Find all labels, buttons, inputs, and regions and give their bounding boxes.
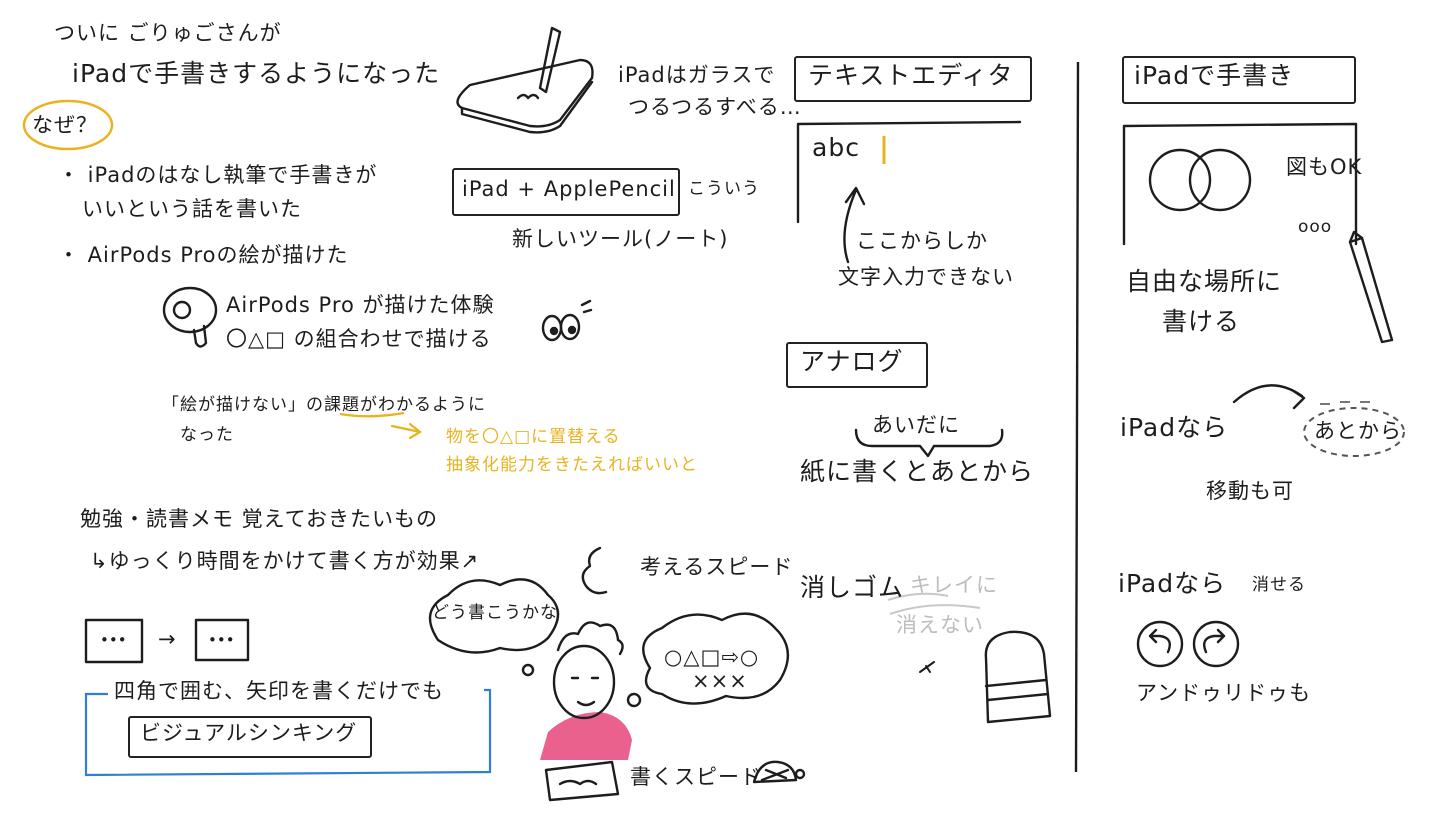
yellow-note-line-2: 抽象化能力をきたえればいいと: [446, 455, 698, 475]
blue-bracket: [84, 688, 492, 777]
small-cloud: [581, 546, 608, 595]
venn-diagram: [1148, 148, 1252, 212]
bullet-1-line-2: いいという話を書いた: [82, 197, 302, 221]
study-line-1: 勉強・読書メモ 覚えておきたいもの: [80, 507, 438, 531]
insight-line-2: なった: [180, 425, 234, 445]
free-line-2: 書ける: [1162, 307, 1241, 336]
analog-label: アナログ: [800, 347, 904, 376]
visual-line: 四角で囲む、矢印を書くだけでも: [114, 679, 444, 703]
airpods-line-2: 〇△□ の組合わせで描ける: [226, 327, 492, 351]
memo-box-1: [84, 618, 144, 664]
ipad-pencil-sketch: [456, 26, 594, 134]
ipad-nara-2-tail: 消せる: [1252, 575, 1306, 595]
ooo-label: ooo: [1298, 217, 1333, 237]
tool-side-label: こういう: [688, 179, 760, 199]
airpods-sketch: [162, 286, 218, 348]
thinking-cloud-1: [428, 578, 560, 677]
editor-frame: [796, 120, 1022, 224]
editor-arrow: [843, 186, 866, 264]
eraser-sketch: [919, 630, 1052, 724]
faded-line-2: 消えない: [896, 613, 984, 637]
faded-scribble: [887, 592, 981, 615]
bubble-2-line-1: ○△□⇨○: [664, 645, 760, 669]
glass-line-1: iPadはガラスで: [618, 63, 776, 87]
memo-box-2: [194, 618, 250, 662]
person-sketch: [540, 621, 632, 802]
move-arrow: [1232, 384, 1306, 410]
tool-box-label: iPad + ApplePencil: [462, 177, 676, 201]
ipad-handwriting-label: iPadで手書き: [1134, 61, 1295, 90]
move-label: 移動も可: [1206, 479, 1294, 503]
box-1-dots: •••: [100, 631, 127, 649]
redo-icon: [1192, 620, 1240, 668]
atokara-label: あとから: [1314, 419, 1402, 443]
title-line-2: iPadで手書きするようになった: [72, 59, 441, 88]
column-divider: [1074, 61, 1080, 773]
write-speed-label: 書くスピード: [630, 765, 762, 789]
tool-box: [452, 168, 680, 216]
insight-line-1: 「絵が描けない」の課題がわかるように: [162, 395, 486, 415]
ipad-nara-2: iPadなら: [1118, 569, 1227, 598]
glass-line-2: つるつるすべる…: [628, 95, 802, 119]
visual-thinking-box: [128, 716, 372, 758]
undo-icon: [1136, 620, 1184, 668]
undo-redo-label: アンドゥリドゥも: [1136, 681, 1312, 705]
editor-abc: abc: [812, 133, 860, 162]
dash-marks: [1320, 401, 1370, 405]
turtle-sketch: [752, 760, 806, 784]
zu-ok-label: 図もOK: [1286, 155, 1363, 179]
between-bracket: [854, 428, 1004, 458]
box-2-dots: •••: [208, 631, 235, 649]
box-arrow: →: [158, 627, 176, 651]
eraser-label: 消しゴム: [800, 573, 905, 602]
why-circle: [22, 99, 114, 151]
editor-note-line-1: ここからしか: [856, 229, 988, 253]
visual-thinking-label: ビジュアルシンキング: [140, 721, 358, 745]
faded-line-1: キレイに: [910, 573, 998, 597]
think-speed-label: 考えるスピード: [640, 555, 794, 579]
airpods-line-1: AirPods Pro が描けた体験: [226, 293, 495, 317]
eyes-doodle: [541, 299, 593, 342]
text-editor-box: [794, 56, 1032, 102]
bubble-1-text: どう書こうかな: [432, 603, 558, 623]
title-line-1: ついに ごりゅごさんが: [54, 21, 282, 45]
atokara-dashed-circle: [1303, 407, 1405, 457]
paper-label: 紙に書くとあとから: [800, 457, 1035, 486]
apple-pencil-sketch: [1348, 230, 1394, 344]
free-line-1: 自由な場所に: [1126, 267, 1283, 296]
ipad-handwriting-box: [1122, 56, 1356, 104]
thinking-cloud-2: [626, 612, 789, 708]
between-label: あいだに: [872, 413, 960, 437]
bullet-2: ・ AirPods Proの絵が描けた: [58, 243, 349, 267]
yellow-arrow: [390, 422, 422, 440]
why-label: なぜ？: [32, 113, 98, 137]
analog-box: [786, 342, 928, 388]
issue-underline: [339, 411, 405, 418]
study-line-2: ↳ゆっくり時間をかけて書く方が効果↗: [90, 549, 480, 573]
yellow-note-line-1: 物を〇△□に置替える: [446, 427, 621, 447]
ipad-frame: [1122, 122, 1358, 246]
bubble-2-line-2: ×××: [692, 669, 748, 693]
tool-sub-label: 新しいツール(ノート): [512, 227, 729, 251]
ipad-nara-1: iPadなら: [1120, 413, 1229, 442]
bullet-1-line-1: ・ iPadのはなし執筆で手書きが: [58, 163, 378, 187]
text-editor-label: テキストエディタ: [808, 61, 1014, 90]
editor-note-line-2: 文字入力できない: [838, 265, 1014, 289]
